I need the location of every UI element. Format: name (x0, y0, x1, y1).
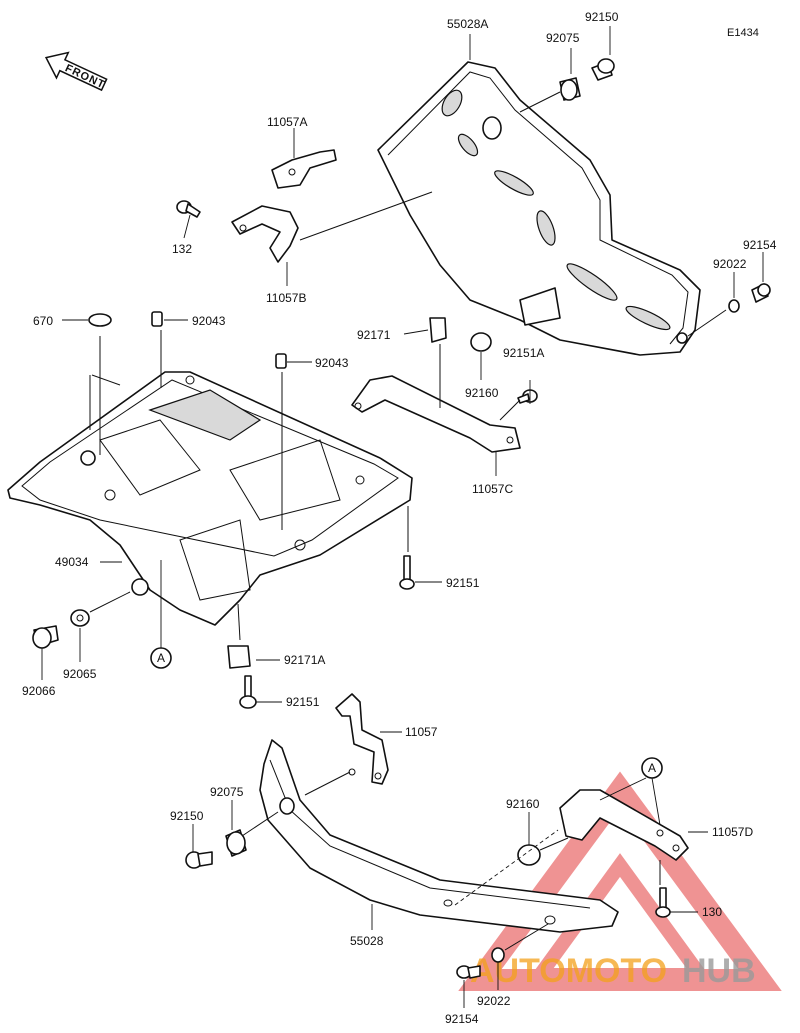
label-92043-left: 92043 (192, 314, 226, 328)
label-11057D: 11057D (712, 825, 753, 839)
bracket-11057 (335, 693, 389, 785)
label-11057: 11057 (405, 725, 438, 739)
label-55028: 55028 (350, 934, 384, 948)
label-92150-upper: 92150 (585, 10, 619, 24)
label-92066: 92066 (22, 684, 56, 698)
grommet-92160-upper (470, 332, 492, 352)
grommet-92075-lower (225, 829, 247, 857)
callout-a-lower-left: A (150, 647, 172, 669)
label-11057C: 11057C (472, 482, 513, 496)
label-92160-lower: 92160 (506, 797, 540, 811)
bolt-92150-lower (185, 851, 213, 869)
label-92151-lower: 92151 (286, 695, 320, 709)
label-130: 130 (702, 905, 722, 919)
drain-plug-92066 (32, 625, 59, 649)
label-92022-lower: 92022 (477, 994, 511, 1008)
bracket-11057D (559, 789, 689, 861)
label-92075-upper: 92075 (546, 31, 580, 45)
grommet-92075-upper (559, 77, 581, 101)
label-92160-upper: 92160 (465, 386, 499, 400)
label-11057B: 11057B (266, 291, 306, 305)
label-92151-pan: 92151 (446, 576, 480, 590)
bracket-11057C (351, 375, 521, 453)
dowel-92043-left (151, 311, 163, 327)
callout-a-right: A (641, 757, 663, 779)
diagram-code: E1434 (727, 27, 759, 39)
washer-92065 (70, 609, 90, 627)
callout-a-lower-left-text: A (157, 651, 165, 665)
front-arrow-icon: FRONT (44, 51, 108, 91)
clip-92171 (429, 317, 447, 343)
part-labels: 55028A 92150 92075 11057A 132 11057B 921… (22, 10, 777, 1026)
label-55028A: 55028A (447, 17, 488, 31)
label-92151A: 92151A (503, 346, 544, 360)
bolt-92154-upper (751, 283, 771, 303)
collar-92022-upper (728, 299, 740, 313)
clip-92171A (227, 645, 251, 669)
bolt-92151-pan (399, 555, 415, 590)
label-92150-lower: 92150 (170, 809, 204, 823)
front-label: FRONT (63, 62, 107, 91)
label-92154-upper: 92154 (743, 238, 777, 252)
grommet-92160-lower (517, 844, 541, 866)
bolt-92154-lower (456, 965, 481, 979)
label-92043-right: 92043 (315, 356, 349, 370)
bracket-11057A (271, 149, 337, 189)
label-92065: 92065 (63, 667, 97, 681)
assembly-lines (89, 91, 727, 951)
lower-cover-55028 (259, 739, 619, 933)
collar-92022-lower (491, 947, 505, 963)
leader-lines (41, 26, 764, 1008)
label-92171: 92171 (357, 328, 391, 342)
label-92171A: 92171A (284, 653, 325, 667)
oil-pan-49034 (7, 371, 413, 626)
dowel-92043-right (275, 353, 287, 369)
bracket-11057B (231, 205, 299, 263)
callout-a-right-text: A (648, 761, 656, 775)
label-92154-lower: 92154 (445, 1012, 479, 1026)
bolt-132 (176, 200, 201, 218)
bolt-92151-lower (239, 675, 257, 709)
bolt-130 (655, 887, 671, 918)
label-92022-upper: 92022 (713, 257, 747, 271)
label-49034: 49034 (55, 555, 89, 569)
upper-cover-55028A (377, 61, 701, 356)
bolt-92150-upper (591, 58, 615, 81)
watermark-text-hub: HUB (682, 952, 756, 990)
gasket-670 (88, 313, 112, 327)
label-132: 132 (172, 242, 192, 256)
label-11057A: 11057A (267, 115, 307, 129)
bolt-92151A (517, 389, 538, 404)
label-670: 670 (33, 314, 53, 328)
label-92075-lower: 92075 (210, 785, 244, 799)
